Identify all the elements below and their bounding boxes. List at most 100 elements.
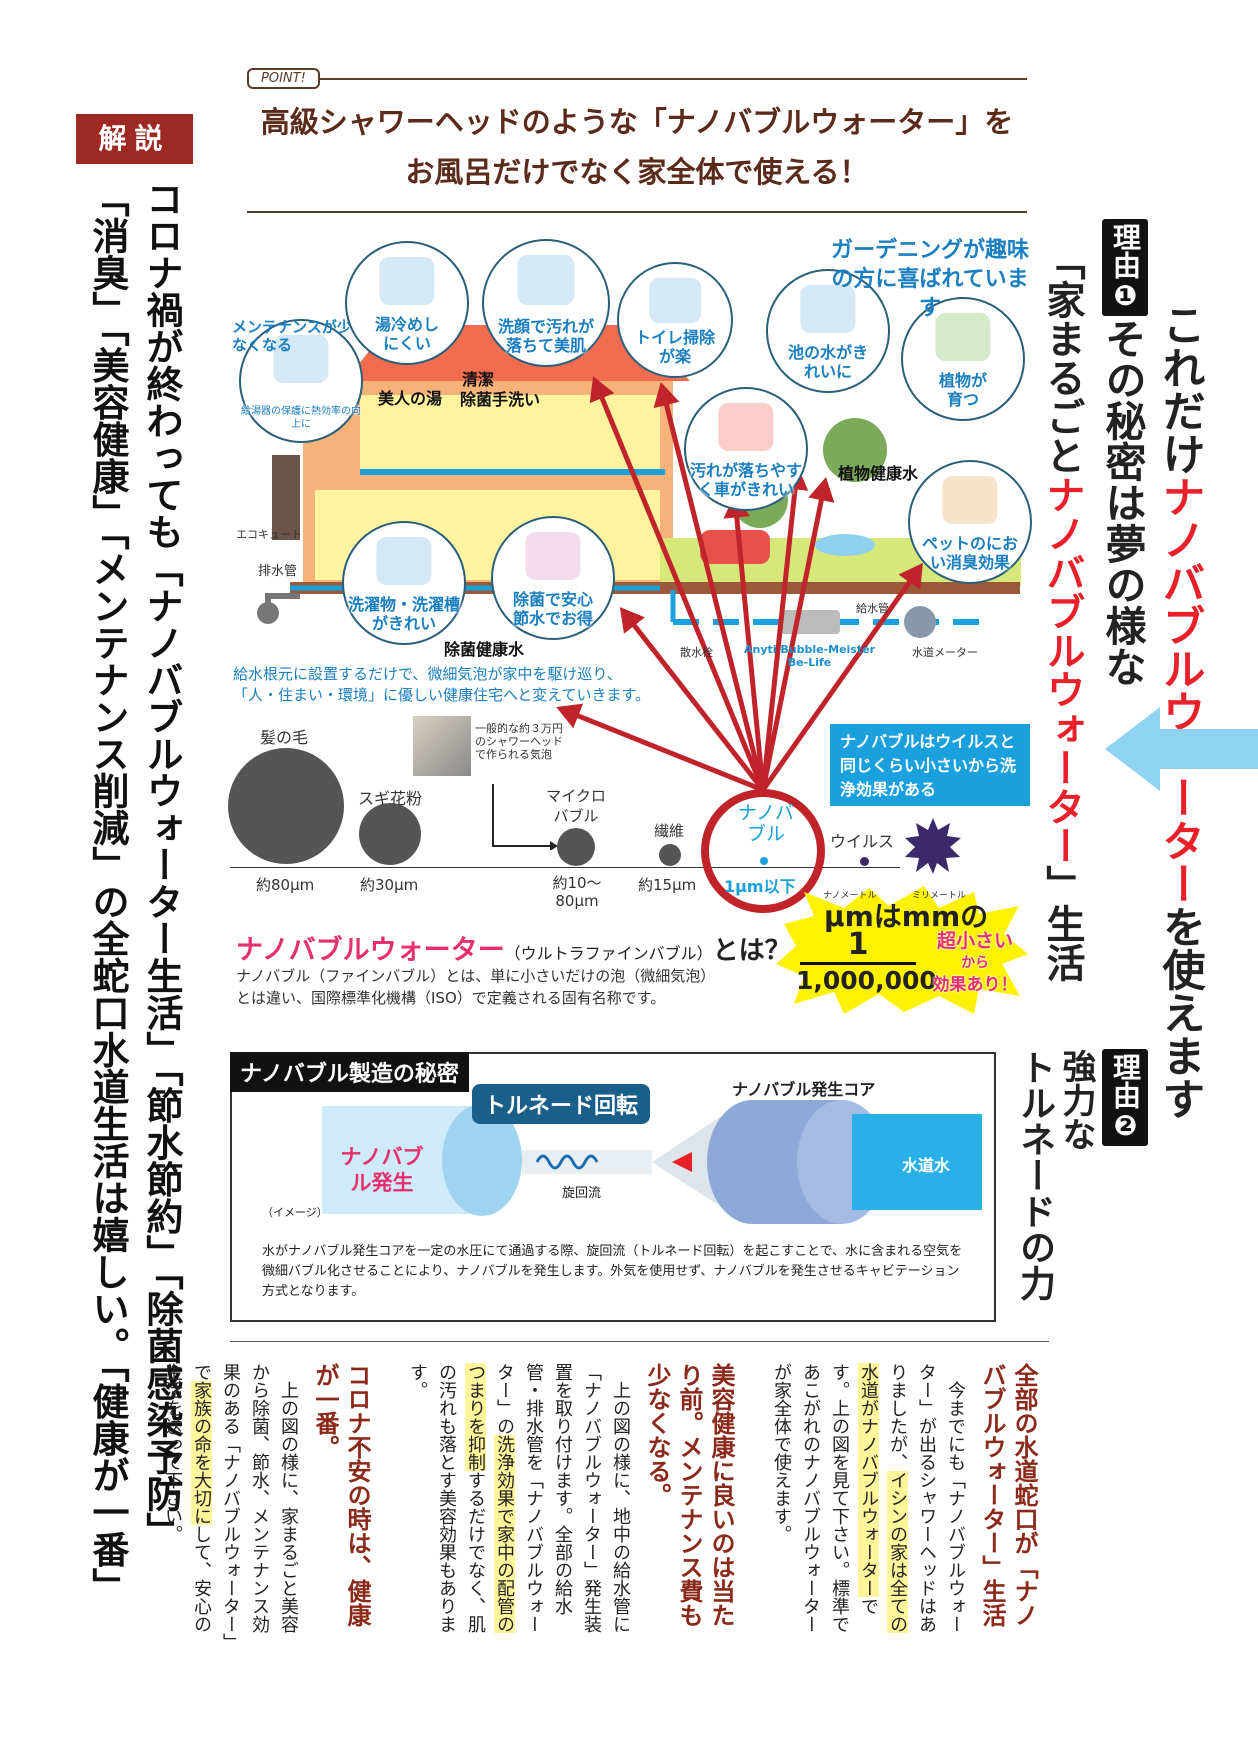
body-text: です。上の図を見て下さい。標準であこがれのナノバブルウォーターが家全体で使えます… (771, 1363, 879, 1633)
swirl-label: 旋回流 (562, 1186, 602, 1201)
hair-label: 髪の毛 (260, 728, 309, 747)
body-text: 上の図の様に、家まるごと美容から除菌、節水、メンテナンス効果のある「ナノバブルウ… (191, 1363, 299, 1642)
article-body: 上の図の様に、家まるごと美容から除菌、節水、メンテナンス効果のある「ナノバブルウ… (158, 1363, 303, 1643)
red-arrowhead (653, 382, 680, 409)
tornado-label: トルネード回転 (472, 1084, 651, 1124)
bubble-car: 汚れが落ちやすく車がきれい (684, 387, 808, 511)
maintenance-label: メンテナンスが少なくなる (232, 318, 352, 354)
body-text: 上の図の様に、地中の給水管に「ナノバブルウォーター」発生装置を取り付けます。全部… (494, 1363, 631, 1633)
fiber-label: 繊維 (654, 822, 685, 840)
bubble-label: 汚れが落ちやすく車がきれい (689, 461, 802, 499)
whatis-description: ナノバブル（ファインバブル）とは、単に小さいだけの泡（微細気泡）とは違い、国際標… (236, 965, 715, 1009)
whole-house-title: 「家まるごとナノバブルウォーター」生活 (1040, 241, 1085, 982)
bracket-arrow-icon (492, 784, 558, 850)
whatis-title-paren: （ウルトラファインバブル） (504, 944, 713, 963)
section-divider (230, 1341, 1049, 1342)
title-red-text: ナノバブルウォーター (1040, 475, 1085, 865)
bubble-sub-label: 給湯器の保護に熱効率の向上に (241, 406, 361, 430)
red-arrow (734, 514, 766, 791)
nanobubble-core-illustration (322, 1100, 982, 1224)
whatis-title-q: とは？ (712, 936, 791, 966)
room-label-bath: 美人の湯 (378, 389, 443, 408)
pink-line: 効果あり！ (932, 975, 1018, 995)
bubble-label: ペットのにおい消臭効果 (921, 534, 1018, 572)
bubble-label: 洗濯物・洗濯槽がきれい (347, 595, 460, 633)
fraction-denominator: 1,000,000 (796, 966, 937, 995)
red-arrowhead (556, 703, 584, 729)
device-name-1: Anyti Bubble-Meister (744, 643, 876, 656)
fiber-circle (659, 844, 681, 866)
label-ecocute: エコキュート (236, 528, 302, 541)
commentary-badge: 解説 (76, 114, 193, 164)
headline-column-1: コロナ禍が終わっても「ナノバブルウォーター生活」「節水節約」「除菌感染予防」 (140, 180, 183, 1549)
label-sterile-water: 除菌健康水 (444, 640, 525, 659)
room-label-handwash: 除菌手洗い (460, 390, 541, 409)
caption-line: 給水根元に設置するだけで、微細気泡が家中を駆け巡り、 (233, 665, 622, 683)
article-heading: 美容健康に良いのは当たり前。メンテナンス費も少なくなる。 (643, 1363, 735, 1627)
bubble-label: 池の水がきれいに (788, 343, 869, 381)
bubble-pond: 池の水がきれいに (766, 269, 890, 393)
label-faucet: 散水栓 (680, 646, 713, 659)
title-text: 」生活 (1040, 865, 1085, 982)
room-label-clean: 清潔 (462, 370, 495, 389)
red-arrow (630, 622, 765, 792)
red-arrowhead (589, 376, 615, 404)
label-supply-pipe: 給水管 (856, 602, 889, 615)
pink-line: から (961, 955, 989, 971)
microbubble-circle (557, 828, 595, 866)
starburst-shape (776, 886, 1028, 1014)
red-arrow (760, 486, 798, 791)
pink-line: 超小さい (936, 930, 1013, 952)
bubble-toilet: トイレ掃除が楽 (617, 262, 733, 378)
red-arrows (556, 376, 923, 793)
bubble-bath: 湯冷めしにくい (345, 241, 469, 365)
reason-2-text-a: 強力な (1056, 1049, 1096, 1151)
reason-1-badge: 理由❶ (1102, 219, 1148, 316)
point-line-2: お風呂だけでなく家全体で使える！ (405, 155, 869, 189)
bubble-sterilize: 除菌で安心節水でお得 (491, 516, 615, 640)
red-arrowhead (619, 606, 645, 634)
hair-circle (228, 748, 344, 864)
bubble-label: 除菌で安心節水でお得 (512, 590, 593, 628)
unit-statement: μmはmmの (824, 900, 989, 933)
house-diagram-graphic (257, 325, 1021, 793)
pollen-circle (359, 803, 421, 865)
tap-water-label: 水道水 (902, 1156, 951, 1175)
caption-line: 「人・住まい・環境」に優しい健康住宅へと変えていきます。 (233, 686, 651, 704)
ruby-millimeter: ミリメートル (912, 891, 967, 901)
arrow-left-icon (1105, 707, 1258, 791)
red-arrow (574, 712, 764, 793)
label-plant-water: 植物健康水 (838, 464, 919, 483)
whatis-title-main: ナノバブルウォーター (236, 935, 505, 966)
red-arrow (598, 394, 766, 791)
manufacturing-description: 水がナノバブル発生コアを一定の水圧にて通過する際、旋回流（トルネード回転）を起こ… (262, 1244, 963, 1299)
reason-2-text-b: トルネードの力 (1014, 1049, 1055, 1301)
bubble-maintenance: 給湯器の保護に熱効率の向上に (239, 319, 363, 443)
ruby-nanometer: ナノメートル (823, 891, 877, 901)
shower-head-photo (413, 716, 471, 776)
article-body: 上の図の様に、地中の給水管に「ナノバブルウォーター」発生装置を取り付けます。全部… (403, 1363, 635, 1643)
diagram-caption: 給水根元に設置するだけで、微細気泡が家中を駆け巡り、「人・住まい・環境」に優しい… (233, 664, 650, 706)
red-arrowhead (898, 562, 923, 590)
fiber-size: 約15μm (638, 876, 697, 894)
nanobubble-callout: ナノバブルはウイルスと同じくらい小さいから洗浄効果がある (830, 724, 1030, 806)
red-arrow (663, 401, 766, 791)
highlight-text: 家族の命を大切に (191, 1381, 212, 1525)
virus-dot (860, 857, 869, 866)
image-note: （イメージ） (262, 1206, 328, 1219)
red-arrowhead (808, 477, 835, 503)
bubble-label: 湯冷めしにくい (374, 315, 439, 353)
bubble-label: トイレ掃除が楽 (635, 328, 716, 366)
body-text: するだけでなく、肌の汚れも落とす美容効果もあります。 (407, 1363, 486, 1633)
red-arrow (760, 578, 913, 792)
core-label: ナノバブル発生コア (732, 1080, 876, 1099)
title-text: を使えます (1155, 905, 1205, 1120)
red-arrow (760, 497, 825, 791)
title-text: これだけ (1155, 303, 1205, 475)
title-red-text: ナノバブルウォーター (1155, 475, 1205, 905)
desc-line: とは違い、国際標準化機構（ISO）で定義される固有名称です。 (236, 989, 666, 1007)
microbubble-label: マイクロバブル (546, 787, 606, 825)
headline-column-2: 「消臭」「美容健康」「メンテナンス削減」の全蛇口水道生活は嬉しい。「健康が一番」 (86, 180, 129, 1605)
car (700, 530, 770, 564)
